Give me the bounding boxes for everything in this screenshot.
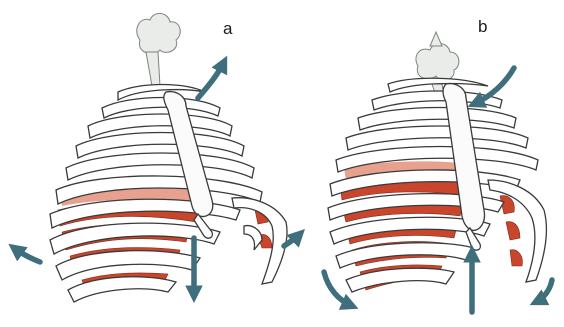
- panel-a: a: [14, 13, 300, 302]
- air-puff-a: [137, 13, 181, 86]
- panel-b-label: b: [478, 17, 487, 36]
- panel-b: b: [324, 17, 552, 312]
- arrow-inward-left-b: [324, 272, 352, 306]
- arrow-left-a: [14, 248, 40, 262]
- arrow-up-right-a: [198, 62, 224, 98]
- arrow-inward-right-b: [536, 280, 552, 302]
- panel-a-label: a: [223, 19, 233, 38]
